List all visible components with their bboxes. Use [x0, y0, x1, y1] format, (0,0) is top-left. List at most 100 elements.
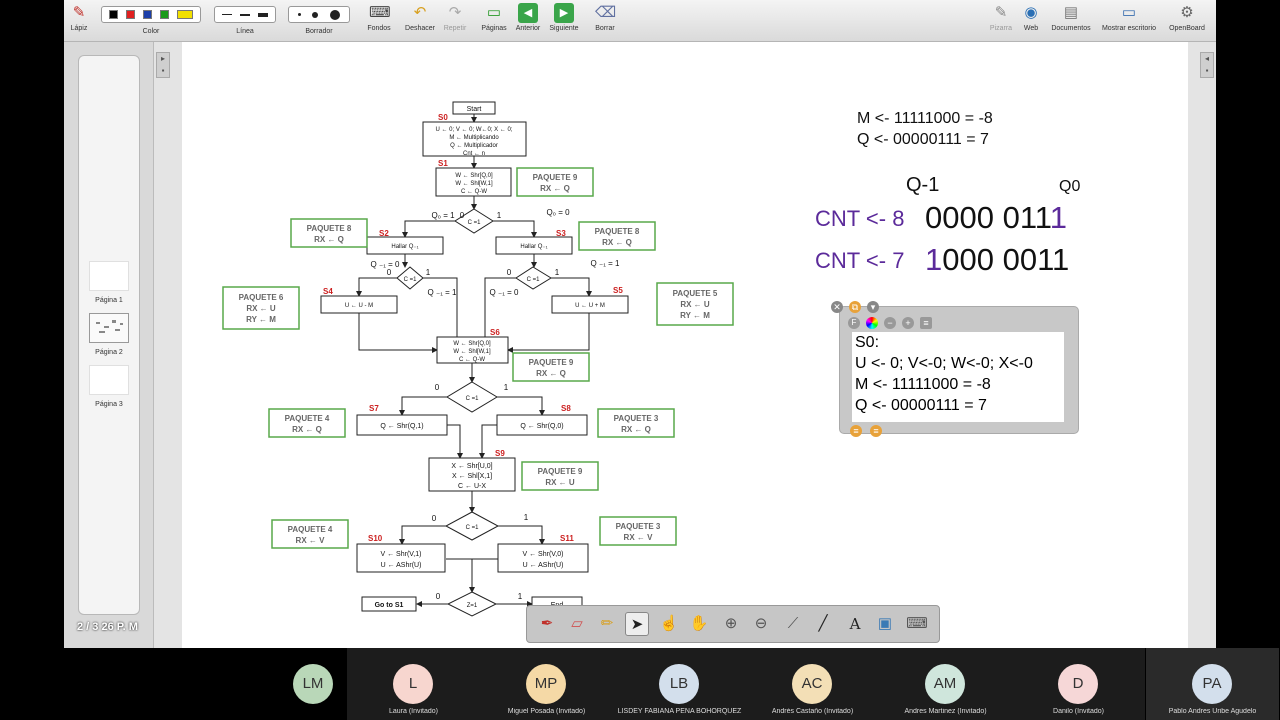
- participant-tile-2[interactable]: L Laura (Invitado): [347, 648, 480, 720]
- s1-line-3: C ← Q-W: [461, 189, 487, 195]
- color-wheel-icon[interactable]: [866, 317, 878, 329]
- zoom-in-icon[interactable]: ⊕: [724, 615, 738, 632]
- gear-icon: ⚙: [1180, 4, 1194, 21]
- start-node: [452, 101, 496, 115]
- flow-shapes: [320, 101, 629, 617]
- interact-hand-icon[interactable]: ☝: [659, 615, 679, 632]
- state-s3: S3: [556, 229, 566, 238]
- packet-3b-body: RX ← V: [624, 533, 654, 542]
- increase-size-icon[interactable]: +: [902, 317, 914, 329]
- q0-1-label: Q₀ = 1: [431, 211, 455, 220]
- pages-button[interactable]: ▭ Páginas: [478, 3, 510, 32]
- board-page[interactable]: Start U ← 0; V ← 0; W←0; X ← 0; M ← Mult…: [182, 42, 1188, 648]
- documents-label: Documentos: [1051, 25, 1091, 32]
- packet-9c-body: RX ← U: [545, 478, 575, 487]
- expand-right-handle[interactable]: ◂▪: [1200, 52, 1214, 78]
- show-desktop-button[interactable]: ▭ Mostrar escritorio: [1098, 3, 1160, 32]
- color-blue-swatch[interactable]: [143, 10, 152, 19]
- packet-4a-box: [268, 408, 346, 438]
- whiteboard-area[interactable]: ▸▪ ◂▪: [154, 42, 1216, 648]
- participant-tile-4[interactable]: LB LISDEY FABIANA PEÑA BOHORQUEZ: [613, 648, 746, 720]
- previous-page-button[interactable]: ◀ Anterior: [512, 3, 544, 32]
- eraser-small-button[interactable]: [297, 13, 301, 16]
- participant-name: Andrés Castaño (Invitado): [771, 708, 854, 715]
- goto-s1-box: [361, 596, 417, 612]
- zoom-out-icon[interactable]: ⊖: [754, 615, 768, 632]
- s9-line-3: C ← U-X: [458, 483, 486, 490]
- q-minus-1-label: Q-1: [906, 174, 940, 196]
- line-thin-button[interactable]: [222, 14, 232, 15]
- undo-label: Deshacer: [405, 25, 435, 32]
- color-black-swatch[interactable]: [109, 10, 118, 19]
- pencil-tool[interactable]: ✎ Lápiz: [68, 3, 90, 32]
- text-widget-body[interactable]: S0: U <- 0; V<-0; W<-0; X<-0 M <- 111110…: [852, 332, 1064, 422]
- page-thumbnails-panel: Página 1 Página 2 Página 3: [78, 55, 140, 615]
- line-medium-button[interactable]: [240, 13, 250, 16]
- branch-1-s9: 1: [524, 513, 529, 522]
- page-thumbnail-3[interactable]: [89, 365, 129, 395]
- pen-icon[interactable]: ✒: [540, 615, 554, 632]
- close-widget-icon[interactable]: ✕: [831, 301, 843, 313]
- widget-option-2-icon[interactable]: ≡: [870, 425, 882, 437]
- page-thumbnail-2[interactable]: [89, 313, 129, 343]
- redo-label: Repetir: [443, 25, 467, 32]
- flow-connectors: [356, 114, 592, 607]
- avatar: MP: [526, 664, 566, 704]
- clear-page-button[interactable]: ⌫ Borrar: [590, 3, 620, 32]
- participant-tile-6[interactable]: AM Andres Martinez (Invitado): [879, 648, 1012, 720]
- color-yellow-swatch[interactable]: [177, 10, 193, 19]
- avatar: D: [1058, 664, 1098, 704]
- eraser-medium-button[interactable]: [312, 11, 319, 18]
- line-thick-button[interactable]: [258, 12, 268, 17]
- participant-tile-8[interactable]: PA Pablo Andres Uribe Agudelo: [1146, 648, 1279, 720]
- packet-3a-body: RX ← Q: [621, 425, 651, 434]
- board-mode-button[interactable]: ✎ Pizarra: [984, 3, 1018, 32]
- documents-mode-button[interactable]: ▤ Documentos: [1048, 3, 1094, 32]
- decision-s6: [446, 381, 498, 413]
- widget-option-1-icon[interactable]: ≡: [850, 425, 862, 437]
- pan-hand-icon[interactable]: ✋: [689, 615, 709, 632]
- capture-icon[interactable]: ▣: [877, 615, 893, 632]
- participant-tile-5[interactable]: AC Andrés Castaño (Invitado): [746, 648, 879, 720]
- packet-9b-title: PAQUETE 9: [529, 358, 574, 367]
- duplicate-widget-icon[interactable]: ⧉: [849, 301, 861, 313]
- decision-z-text: Z=1: [467, 603, 478, 609]
- participant-name: Laura (Invitado): [388, 708, 439, 715]
- laser-pointer-icon[interactable]: ⟋: [787, 615, 799, 632]
- color-red-swatch[interactable]: [126, 10, 135, 19]
- participant-tile-3[interactable]: MP Miguel Posada (Invitado): [480, 648, 613, 720]
- decision-s3-text: C =1: [527, 277, 541, 283]
- font-widget-icon[interactable]: F: [848, 317, 860, 329]
- text-widget[interactable]: ✕ ⧉ ▾ F − + ≡ S0: U <- 0; V<-0; W<-0; X<…: [831, 301, 1079, 437]
- decrease-size-icon[interactable]: −: [884, 317, 896, 329]
- undo-button[interactable]: ↶ Deshacer: [402, 3, 438, 32]
- bits-row-2-highlight: 1: [925, 242, 943, 277]
- expand-left-handle[interactable]: ▸▪: [156, 52, 170, 78]
- eraser-icon[interactable]: ▱: [571, 615, 583, 632]
- page-thumbnail-1[interactable]: [89, 261, 129, 291]
- backgrounds-button[interactable]: ⌨ Fondos: [364, 3, 394, 32]
- selector-icon[interactable]: ➤: [625, 612, 649, 636]
- decision-s9: [444, 511, 500, 541]
- highlighter-icon[interactable]: ✏: [600, 615, 614, 632]
- qm1-0-label: Q ₋₁ = 0: [371, 260, 400, 269]
- pencil-label: Lápiz: [70, 25, 88, 32]
- redo-button[interactable]: ↷ Repetir: [440, 3, 470, 32]
- color-green-swatch[interactable]: [160, 10, 169, 19]
- next-page-button[interactable]: ▶ Siguiente: [546, 3, 582, 32]
- state-s5: S5: [613, 286, 623, 295]
- line-tool-icon[interactable]: ╱: [818, 615, 828, 632]
- eraser-large-button[interactable]: [330, 9, 341, 20]
- undo-icon: ↶: [413, 4, 427, 21]
- text-align-icon[interactable]: ≡: [920, 317, 932, 329]
- branch-0-b: 0: [460, 211, 465, 220]
- keyboard-icon[interactable]: ⌨: [906, 615, 928, 632]
- web-mode-button[interactable]: ◉ Web: [1020, 3, 1042, 32]
- menu-widget-icon[interactable]: ▾: [867, 301, 879, 313]
- packet-4a-title: PAQUETE 4: [285, 414, 330, 423]
- participant-tile-7[interactable]: D Danilo (Invitado): [1012, 648, 1145, 720]
- video-call-participants: LM L Laura (Invitado) MP Miguel Posada (…: [0, 648, 1280, 720]
- openboard-menu-button[interactable]: ⚙ OpenBoard: [1164, 3, 1210, 32]
- s0-box: [422, 121, 527, 157]
- text-tool-icon[interactable]: A: [849, 615, 861, 633]
